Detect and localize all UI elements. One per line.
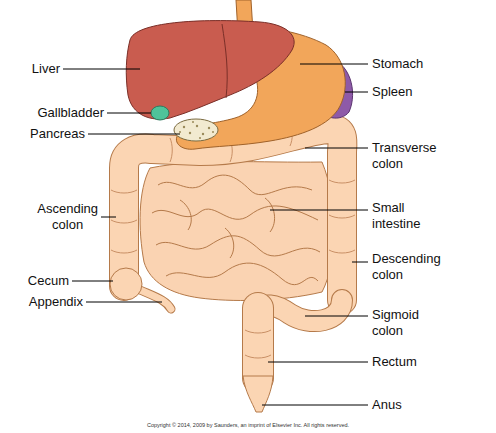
small-intestine	[140, 162, 334, 301]
part-label: Stomach	[372, 56, 423, 72]
part-label: Pancreas	[30, 126, 85, 142]
part-label: Spleen	[372, 84, 412, 100]
part-label: Ascending colon	[37, 201, 98, 233]
part-label: Descending colon	[372, 251, 441, 283]
intestine-coils	[152, 175, 320, 285]
part-label: Liver	[32, 61, 60, 77]
liver-fissure	[222, 24, 227, 98]
colon-haustra	[111, 124, 355, 358]
part-label: Gallbladder	[38, 105, 105, 121]
pancreas-shape	[174, 119, 218, 141]
pancreas-texture	[179, 121, 214, 139]
copyright-notice: Copyright © 2014, 2009 by Saunders, an i…	[147, 422, 349, 429]
part-label: Small intestine	[372, 200, 420, 232]
part-label: Anus	[372, 397, 402, 413]
leader-lines	[63, 64, 368, 405]
large-intestine	[124, 129, 343, 378]
part-label: Cecum	[28, 273, 69, 289]
gallbladder-shape	[151, 106, 169, 120]
part-label: Rectum	[372, 354, 417, 370]
part-label: Transverse colon	[372, 140, 437, 172]
anus-shape	[243, 376, 273, 412]
liver-shape	[126, 21, 294, 119]
part-label: Appendix	[29, 294, 83, 310]
part-label: Sigmoid colon	[372, 307, 419, 339]
cecum-shape	[110, 268, 142, 300]
